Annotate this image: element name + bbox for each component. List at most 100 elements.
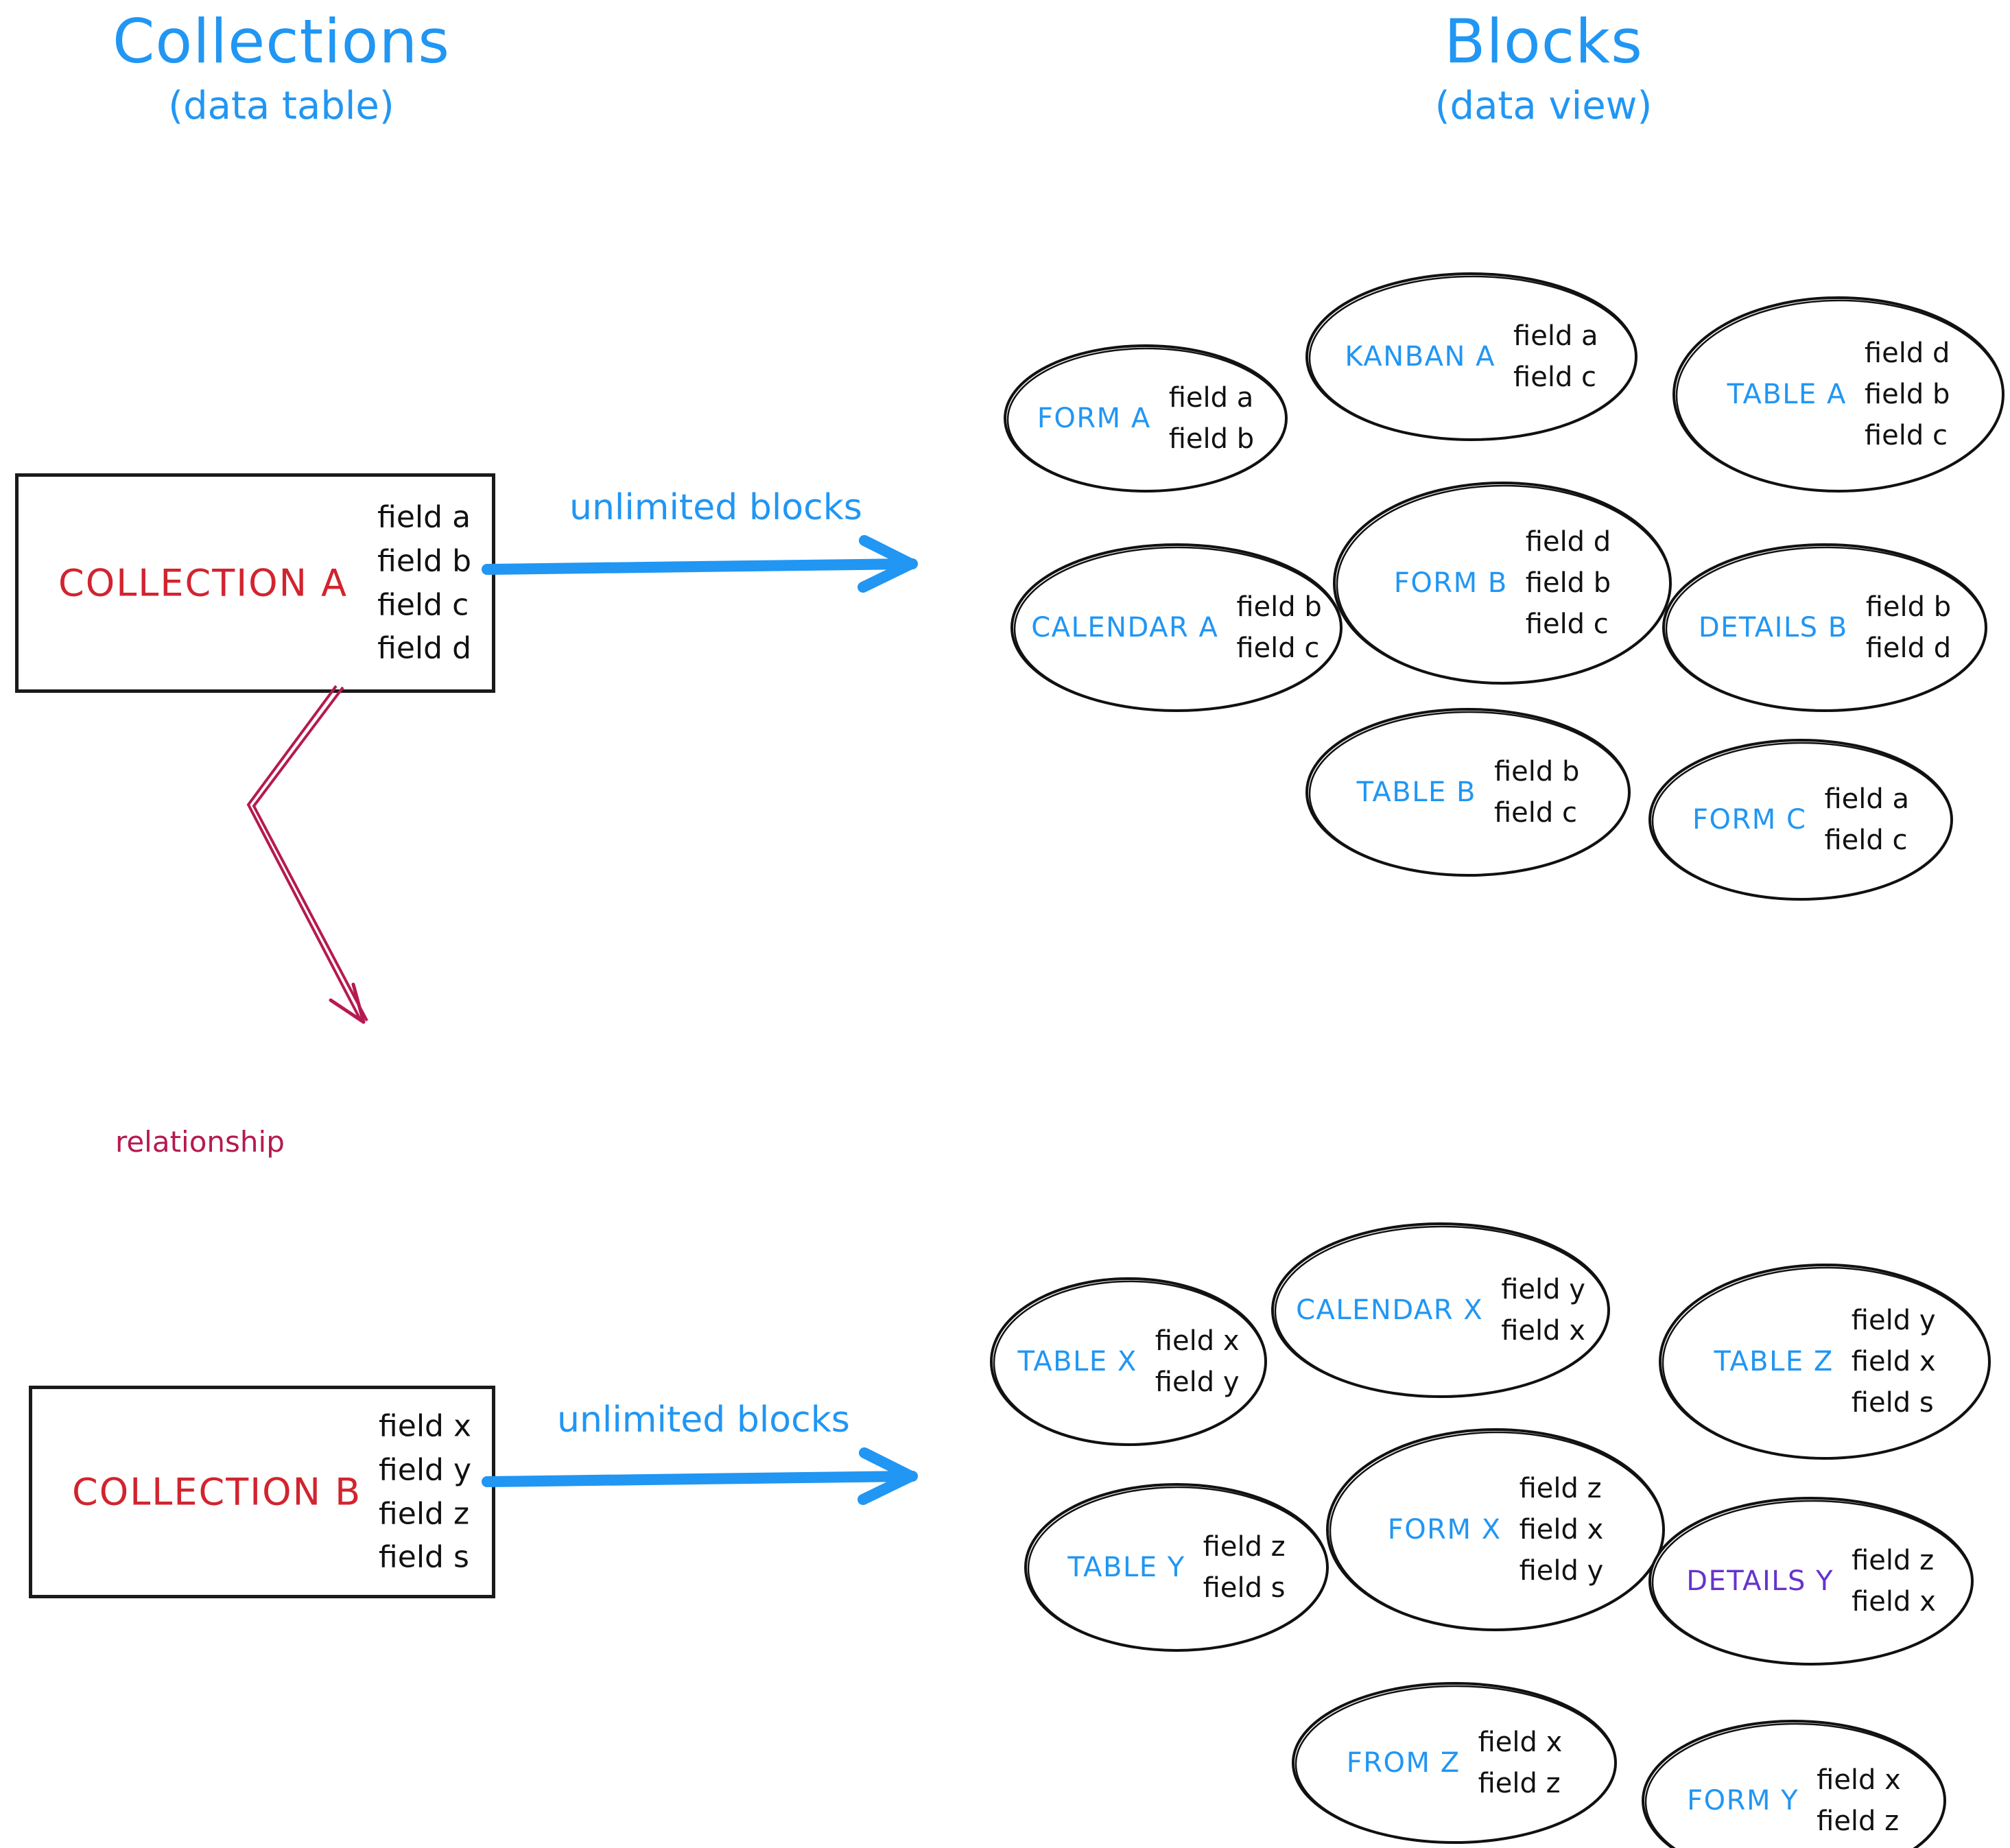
- block-label: TABLE B: [1356, 777, 1476, 808]
- collection-a-name: COLLECTION A: [58, 561, 348, 605]
- block-label: FORM X: [1387, 1514, 1502, 1545]
- block-field-0: field z: [1519, 1473, 1602, 1504]
- block-form-c[interactable]: FORM C field a field c: [1646, 737, 1955, 902]
- relationship-connector: [246, 685, 368, 1024]
- block-fields: field x field y: [1155, 1320, 1240, 1403]
- block-field-1: field y: [1155, 1366, 1240, 1398]
- block-field-1: field x: [1501, 1315, 1585, 1347]
- collection-b-field-3: field s: [379, 1539, 469, 1575]
- block-field-0: field y: [1501, 1274, 1585, 1305]
- ellipse-outline: [1333, 482, 1672, 685]
- block-field-0: field x: [1478, 1727, 1563, 1758]
- block-field-1: field z: [1478, 1768, 1561, 1799]
- unlimited-blocks-label-bottom: unlimited blocks: [557, 1399, 850, 1441]
- collection-a-field-0: field a: [377, 499, 471, 535]
- block-label: TABLE Y: [1067, 1552, 1185, 1583]
- block-calendar-a[interactable]: CALENDAR A field b field c: [1008, 542, 1345, 713]
- unlimited-blocks-label-top: unlimited blocks: [569, 487, 862, 528]
- ellipse-outline: [1024, 1483, 1329, 1652]
- block-table-b[interactable]: TABLE B field b field c: [1303, 707, 1633, 878]
- blocks-heading: Blocks (data view): [1324, 7, 1763, 129]
- block-field-1: field z: [1817, 1805, 1900, 1837]
- block-field-1: field x: [1852, 1586, 1936, 1618]
- block-form-a[interactable]: FORM A field a field b: [1002, 343, 1290, 494]
- block-field-0: field b: [1493, 756, 1580, 787]
- collections-subtitle: (data table): [168, 84, 394, 129]
- block-table-a[interactable]: TABLE A field d field b field c: [1670, 295, 2007, 494]
- ellipse-outline: [1662, 543, 1987, 712]
- collection-a-field-2: field c: [377, 587, 469, 622]
- unlimited-blocks-arrow-top: [482, 535, 918, 593]
- block-label: CALENDAR X: [1296, 1294, 1484, 1326]
- block-field-0: field x: [1155, 1325, 1240, 1357]
- block-details-b[interactable]: DETAILS B field b field d: [1660, 542, 1989, 713]
- collection-b-field-2: field z: [379, 1496, 470, 1531]
- block-field-0: field d: [1525, 526, 1611, 558]
- block-table-z[interactable]: TABLE Z field y field x field s: [1657, 1262, 1993, 1461]
- ellipse-outline: [1305, 708, 1631, 877]
- block-kanban-a[interactable]: KANBAN A field a field c: [1303, 271, 1640, 442]
- block-field-1: field c: [1824, 825, 1908, 856]
- ellipse-outline: [1648, 1497, 1974, 1666]
- ellipse-outline: [990, 1277, 1267, 1446]
- block-field-0: field b: [1236, 591, 1322, 623]
- blocks-subtitle: (data view): [1434, 84, 1653, 129]
- block-field-2: field s: [1851, 1387, 1934, 1419]
- collection-b-name: COLLECTION B: [72, 1470, 362, 1514]
- block-field-2: field c: [1525, 608, 1609, 640]
- block-fields: field x field z: [1817, 1760, 1901, 1842]
- block-calendar-x[interactable]: CALENDAR X field y field x: [1269, 1221, 1612, 1399]
- block-label: FORM C: [1692, 804, 1807, 836]
- collection-a-field-1: field b: [377, 543, 471, 579]
- collection-a-box[interactable]: COLLECTION A field a field b field c fie…: [15, 473, 495, 693]
- block-field-0: field z: [1852, 1545, 1935, 1576]
- collection-b-box[interactable]: COLLECTION B field x field y field z fie…: [29, 1386, 495, 1598]
- block-field-2: field y: [1519, 1555, 1604, 1587]
- block-table-y[interactable]: TABLE Y field z field s: [1022, 1482, 1331, 1653]
- block-from-z[interactable]: FROM Z field x field z: [1290, 1681, 1619, 1845]
- block-field-1: field b: [1525, 567, 1611, 599]
- block-field-1: field b: [1168, 423, 1255, 455]
- block-fields: field a field c: [1824, 779, 1909, 861]
- ellipse-outline: [1271, 1222, 1610, 1398]
- block-details-y[interactable]: DETAILS Y field z field x: [1646, 1495, 1976, 1667]
- block-field-0: field a: [1824, 783, 1909, 815]
- collections-title: Collections: [112, 6, 451, 77]
- block-label: TABLE A: [1727, 379, 1847, 410]
- unlimited-blocks-arrow-bottom: [482, 1447, 918, 1505]
- collection-b-field-1: field y: [379, 1452, 471, 1488]
- block-field-1: field c: [1236, 632, 1320, 664]
- collections-heading: Collections (data table): [69, 7, 494, 129]
- collection-b-field-0: field x: [379, 1408, 471, 1444]
- block-fields: field d field b field c: [1526, 521, 1611, 645]
- block-fields: field b field c: [1494, 751, 1579, 833]
- block-field-0: field a: [1513, 320, 1598, 352]
- ellipse-outline: [1292, 1682, 1617, 1844]
- blocks-title: Blocks: [1444, 6, 1643, 77]
- block-form-y[interactable]: FORM Y field x field z: [1640, 1718, 1948, 1848]
- relationship-label: relationship: [115, 1125, 285, 1159]
- block-label: DETAILS Y: [1686, 1565, 1834, 1597]
- block-label: DETAILS B: [1698, 612, 1848, 643]
- block-field-1: field b: [1864, 379, 1950, 410]
- block-field-1: field c: [1493, 797, 1577, 829]
- ellipse-outline: [1004, 344, 1288, 493]
- block-label: FORM Y: [1687, 1785, 1799, 1816]
- block-fields: field z field s: [1203, 1526, 1286, 1609]
- ellipse-outline: [1672, 296, 2005, 493]
- block-form-b[interactable]: FORM B field d field b field c: [1331, 480, 1674, 686]
- ellipse-outline: [1010, 543, 1343, 712]
- block-table-x[interactable]: TABLE X field x field y: [988, 1276, 1269, 1447]
- block-label: KANBAN A: [1345, 341, 1496, 372]
- collection-a-fields: field a field b field c field d: [377, 495, 471, 670]
- ellipse-outline: [1305, 272, 1637, 441]
- block-form-x[interactable]: FORM X field z field x field y: [1324, 1427, 1667, 1633]
- block-field-1: field x: [1519, 1514, 1604, 1545]
- ellipse-outline: [1648, 739, 1953, 901]
- ellipse-outline: [1642, 1720, 1946, 1848]
- block-fields: field b field d: [1866, 587, 1951, 669]
- block-label: FORM B: [1393, 567, 1508, 599]
- collection-b-fields: field x field y field z field s: [379, 1404, 471, 1579]
- block-label: TABLE X: [1017, 1346, 1137, 1377]
